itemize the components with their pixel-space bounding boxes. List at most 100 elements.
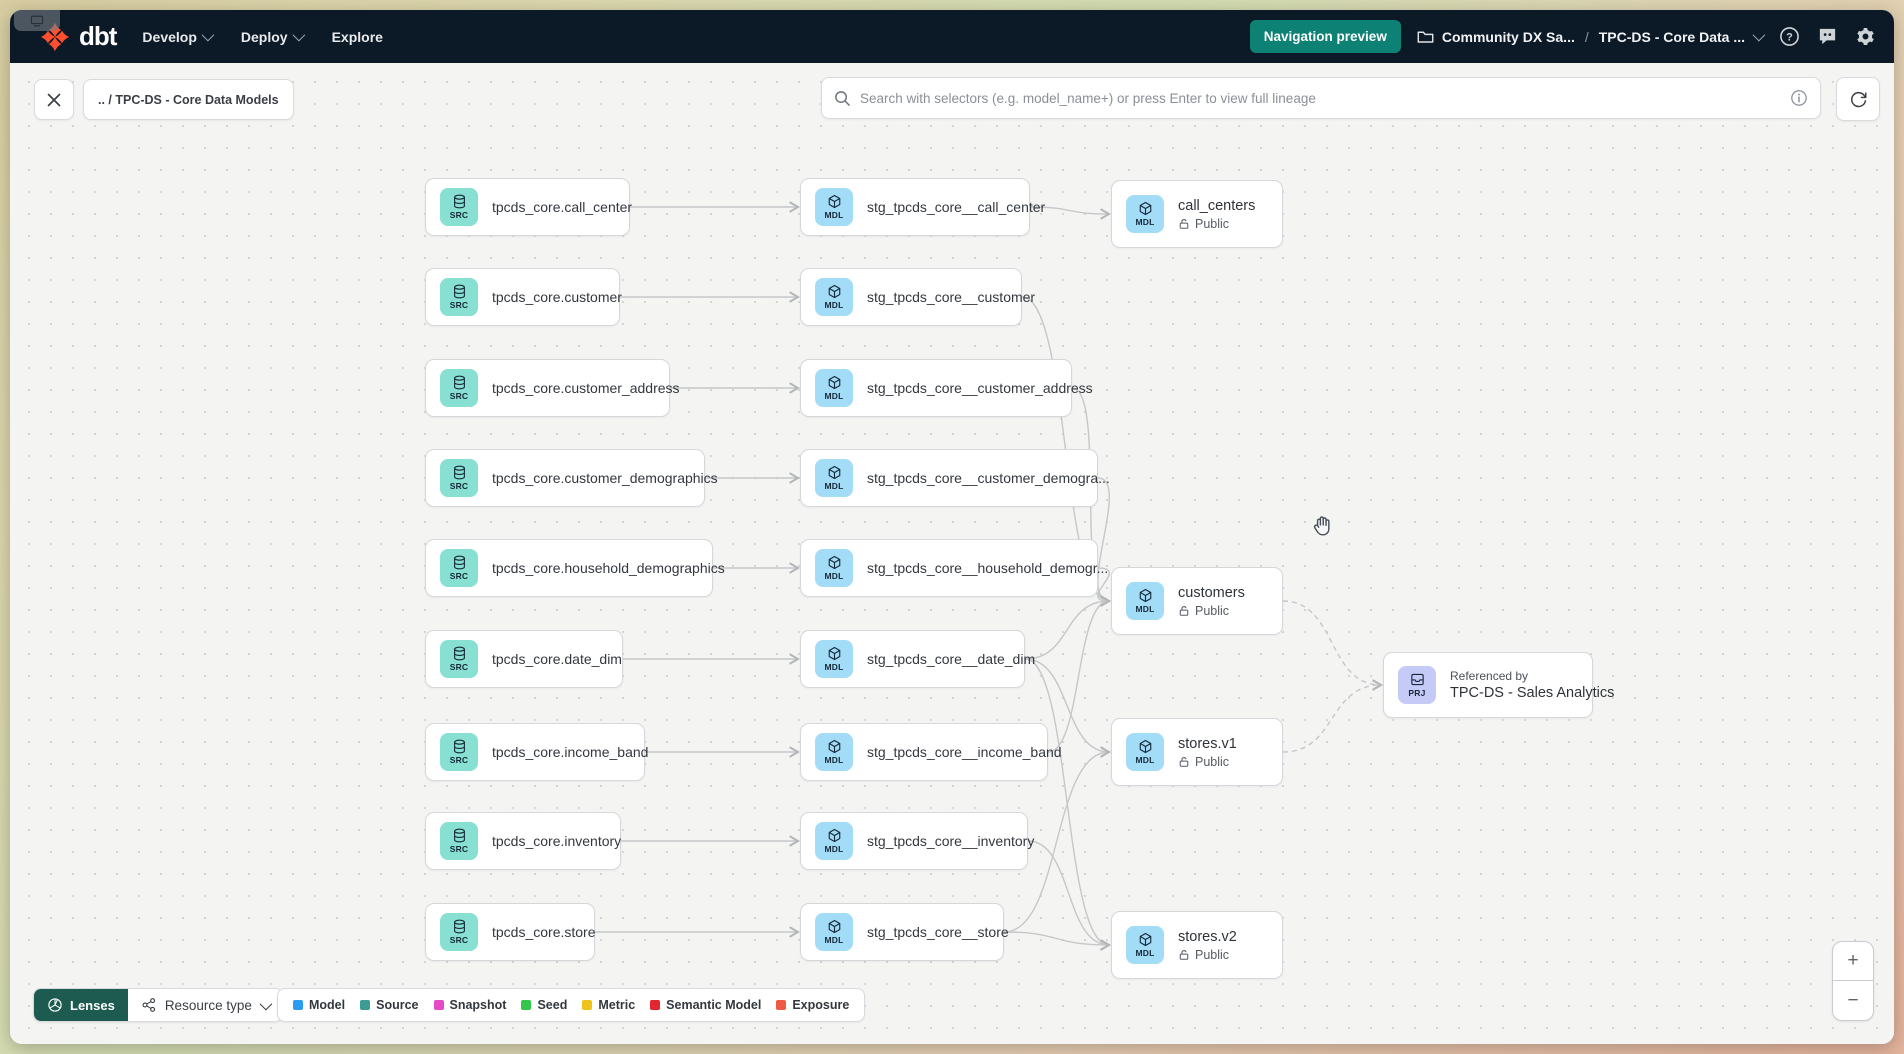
resource-type-dropdown[interactable]: Resource type [127, 989, 282, 1021]
breadcrumb-project: Community DX Sa... [1441, 28, 1575, 45]
database-icon [453, 739, 465, 754]
model-node-stg_tpcds_core__customer[interactable]: MDL stg_tpcds_core__customer [800, 268, 1035, 326]
src-badge: SRC [440, 369, 478, 407]
folder-icon [1417, 31, 1434, 43]
node-label: tpcds_core.household_demographics [492, 560, 725, 576]
search-input[interactable] [860, 90, 1781, 106]
source-node-tpcds_core.inventory[interactable]: SRC tpcds_core.inventory [425, 812, 621, 870]
zoom-out-button[interactable]: − [1833, 981, 1873, 1020]
chevron-down-icon [201, 28, 215, 42]
source-node-tpcds_core.household_demographics[interactable]: SRC tpcds_core.household_demographics [425, 539, 725, 597]
mdl-badge: MDL [815, 369, 853, 407]
close-lineage-button[interactable] [34, 79, 74, 120]
model-cube-icon [828, 828, 840, 843]
model-cube-icon [828, 194, 840, 209]
info-icon[interactable] [1790, 89, 1808, 107]
node-label: tpcds_core.customer_demographics [492, 470, 718, 486]
database-icon [453, 465, 465, 480]
lenses-button[interactable]: Lenses [34, 989, 128, 1021]
mdl-badge: MDL [1126, 733, 1164, 771]
node-label: stg_tpcds_core__customer [867, 289, 1036, 305]
project-breadcrumb[interactable]: Community DX Sa... / TPC-DS - Core Data … [1417, 28, 1766, 45]
legend-swatch [433, 1000, 444, 1010]
model-cube-icon [1139, 588, 1151, 603]
node-label: tpcds_core.income_band [492, 744, 649, 760]
src-badge: SRC [440, 733, 478, 771]
source-node-tpcds_core.income_band[interactable]: SRC tpcds_core.income_band [425, 723, 649, 781]
mdl-badge: MDL [815, 549, 853, 587]
node-label: tpcds_core.customer_address [492, 380, 680, 396]
model-cube-icon [1139, 201, 1151, 216]
src-badge: SRC [440, 278, 478, 316]
node-label: tpcds_core.store [492, 924, 596, 940]
model-cube-icon [1139, 739, 1151, 754]
source-node-tpcds_core.customer[interactable]: SRC tpcds_core.customer [425, 268, 622, 326]
app-window: dbt Develop Deploy Explore Navigation prev… [10, 10, 1894, 1044]
prj-badge: PRJ [1398, 666, 1436, 704]
mdl-badge: MDL [815, 733, 853, 771]
model-cube-icon [828, 465, 840, 480]
database-icon [453, 919, 465, 934]
lineage-breadcrumb-chip[interactable]: .. / TPC-DS - Core Data Models [83, 79, 294, 120]
resource-type-icon [142, 998, 155, 1012]
legend-item-seed: Seed [521, 998, 567, 1012]
search-icon [835, 90, 850, 106]
model-node-stg_tpcds_core__income_band[interactable]: MDL stg_tpcds_core__income_band [800, 723, 1062, 781]
node-label: stg_tpcds_core__income_band [867, 744, 1062, 760]
model-cube-icon [828, 739, 840, 754]
node-label: stg_tpcds_core__inventory [867, 833, 1035, 849]
screen-icon [30, 15, 44, 26]
database-icon [453, 646, 465, 661]
navigation-preview-button[interactable]: Navigation preview [1249, 20, 1401, 53]
breadcrumb-separator: / [1584, 28, 1589, 45]
node-label: stg_tpcds_core__date_dim [867, 651, 1036, 667]
node-label: tpcds_core.customer [492, 289, 622, 305]
model-cube-icon [828, 375, 840, 390]
refresh-lineage-button[interactable] [1836, 77, 1880, 121]
resource-type-label: Resource type [164, 997, 252, 1013]
src-badge: SRC [440, 822, 478, 860]
public-unlock-icon [1179, 218, 1189, 229]
lenses-icon [48, 998, 62, 1012]
mdl-badge: MDL [815, 278, 853, 316]
node-access: Public [1178, 217, 1255, 231]
feedback-icon[interactable] [1816, 26, 1838, 48]
zoom-in-button[interactable]: + [1833, 942, 1873, 981]
mdl-badge: MDL [1126, 926, 1164, 964]
src-badge: SRC [440, 549, 478, 587]
settings-gear-icon[interactable] [1854, 26, 1876, 48]
help-icon[interactable]: ? [1778, 26, 1800, 48]
database-icon [453, 375, 465, 390]
menu-item-explore[interactable]: Explore [331, 28, 383, 45]
project-icon [1410, 673, 1424, 686]
refresh-icon [1850, 91, 1866, 107]
node-label: tpcds_core.inventory [492, 833, 622, 849]
mdl-badge: MDL [815, 913, 853, 951]
menu-item-deploy[interactable]: Deploy [241, 29, 305, 45]
source-node-tpcds_core.customer_address[interactable]: SRC tpcds_core.customer_address [425, 359, 680, 417]
dbt-wordmark: dbt [79, 21, 117, 51]
src-badge: SRC [440, 640, 478, 678]
public-unlock-icon [1179, 756, 1189, 767]
mdl-badge: MDL [1126, 195, 1164, 233]
legend-swatch [360, 1000, 371, 1010]
dbt-logo[interactable]: dbt [38, 20, 117, 54]
src-badge: SRC [440, 188, 478, 226]
menu-item-develop[interactable]: Develop [142, 29, 215, 45]
project-node-TPC-DS - Sales Analytics[interactable]: PRJReferenced by TPC-DS - Sales Analytic… [1383, 652, 1614, 718]
